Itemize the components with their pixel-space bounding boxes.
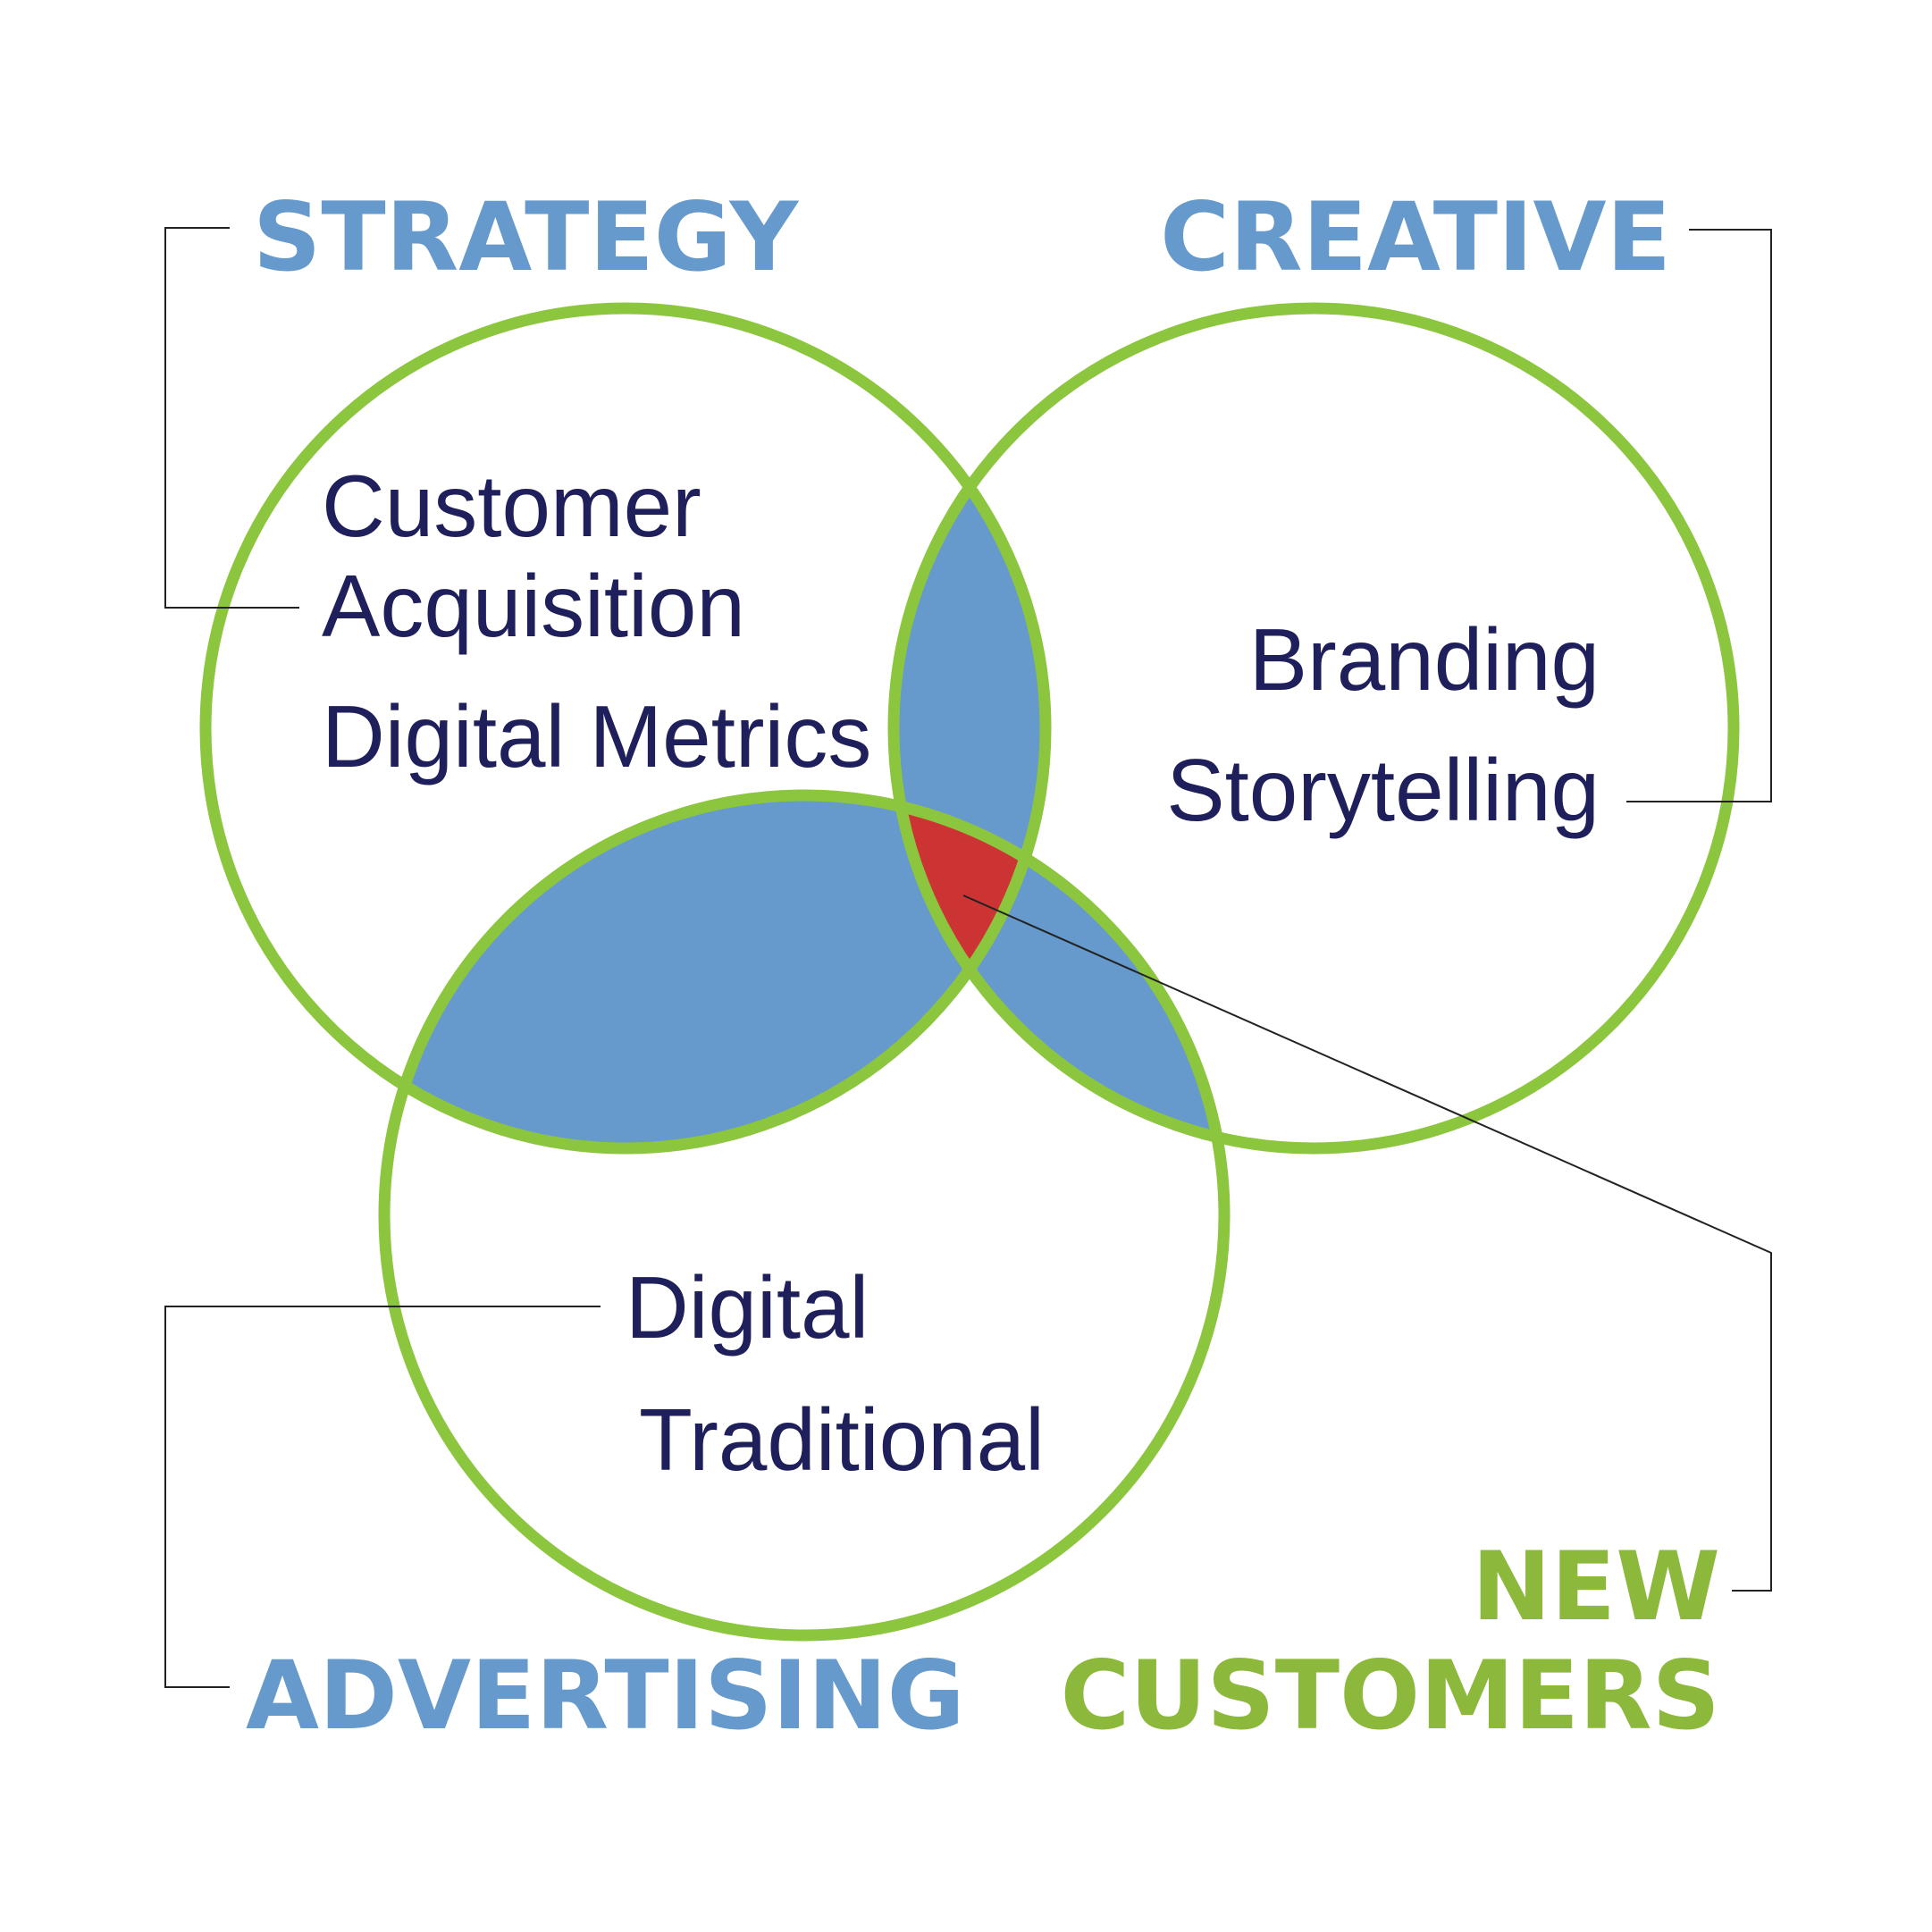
- strategy-connector: [164, 227, 299, 609]
- new-customers-connector: [962, 895, 1772, 1592]
- strategy-item-digital-metrics: Digital Metrics: [322, 687, 871, 785]
- advertising-item-traditional: Traditional: [639, 1390, 1045, 1489]
- strategy-item-acquisition: Acquisition: [322, 557, 745, 655]
- creative-item-branding: Branding: [1249, 610, 1600, 709]
- advertising-item-digital: Digital: [626, 1258, 869, 1357]
- strategy-item-customer: Customer: [322, 457, 701, 555]
- advertising-circle: [378, 789, 1231, 1642]
- creative-title: CREATIVE: [1160, 182, 1671, 292]
- new-customers-title-line1: NEW: [1472, 1532, 1720, 1642]
- creative-connector: [1626, 229, 1772, 802]
- strategy-title: STRATEGY: [253, 182, 799, 292]
- strategy-circle: [199, 302, 1052, 1155]
- creative-item-storytelling: Storytelling: [1166, 741, 1600, 839]
- overlap-creative-advertising: [894, 795, 1224, 1148]
- advertising-connector: [164, 1306, 601, 1688]
- new-customers-title-line2: CUSTOMERS: [1061, 1641, 1720, 1751]
- creative-circle: [887, 302, 1740, 1155]
- advertising-title: ADVERTISING: [246, 1641, 965, 1751]
